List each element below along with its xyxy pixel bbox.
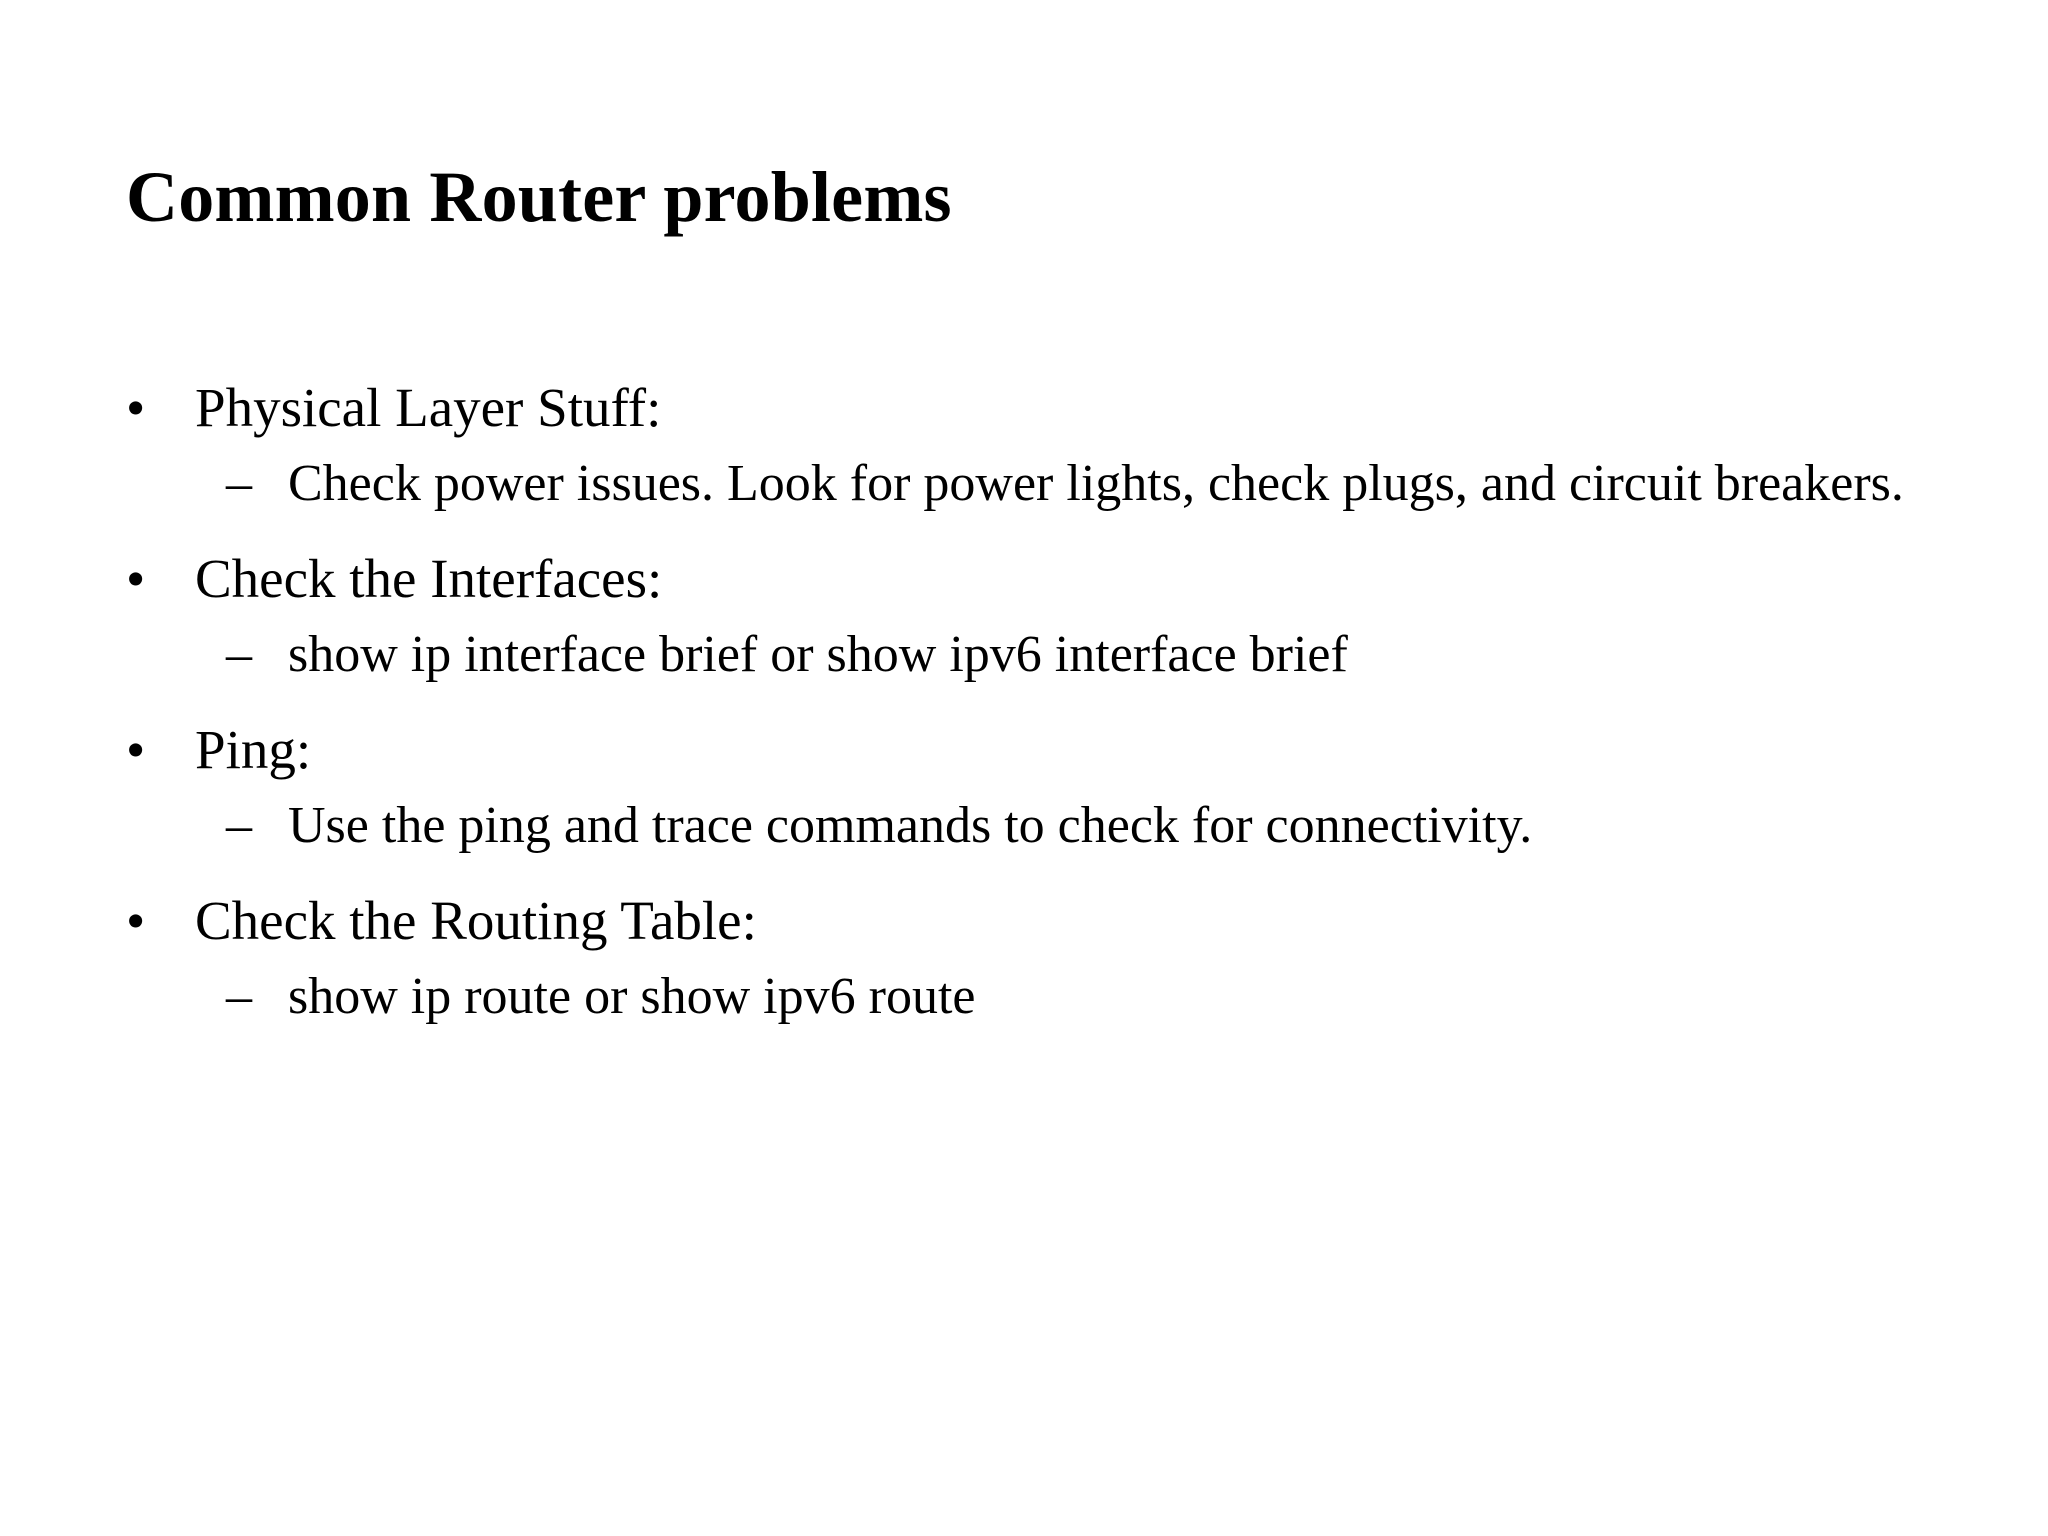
bullet-dash-icon: – xyxy=(226,796,252,854)
page-title: Common Router problems xyxy=(126,157,952,238)
list-item-label: show ip route or show ipv6 route xyxy=(288,967,976,1025)
list-item-label: Physical Layer Stuff: xyxy=(195,377,662,438)
list-item-label: Check power issues. Look for power light… xyxy=(288,454,1904,512)
list-item-label: Use the ping and trace commands to check… xyxy=(288,796,1533,854)
list-item-level1[interactable]: • Check the Interfaces: xyxy=(0,543,2048,615)
bullet-dot-icon: • xyxy=(126,377,146,438)
bullet-dash-icon: – xyxy=(226,967,252,1025)
list-item-level2[interactable]: – show ip interface brief or show ipv6 i… xyxy=(0,621,2048,689)
bullet-dash-icon: – xyxy=(226,625,252,683)
list-item-label: Check the Routing Table: xyxy=(195,890,757,952)
bullet-dash-icon: – xyxy=(226,454,252,512)
slide-body-content: • Physical Layer Stuff: – Check power is… xyxy=(0,372,2048,1038)
list-item-label: show ip interface brief or show ipv6 int… xyxy=(288,625,1348,683)
bullet-dot-icon: • xyxy=(126,890,146,952)
list-item-label: Check the Interfaces: xyxy=(195,548,663,610)
list-item-level2[interactable]: – Use the ping and trace commands to che… xyxy=(0,792,2048,860)
bullet-dot-icon: • xyxy=(126,548,146,610)
list-item-label: Ping: xyxy=(195,719,312,781)
list-item-level2[interactable]: – show ip route or show ipv6 route xyxy=(0,963,2048,1031)
list-item-level1[interactable]: • Check the Routing Table: xyxy=(0,885,2048,957)
list-item-level1[interactable]: • Physical Layer Stuff: xyxy=(0,372,2048,444)
list-item-level1[interactable]: • Ping: xyxy=(0,714,2048,786)
list-item-level2[interactable]: – Check power issues. Look for power lig… xyxy=(0,450,2048,518)
bullet-dot-icon: • xyxy=(126,719,146,781)
